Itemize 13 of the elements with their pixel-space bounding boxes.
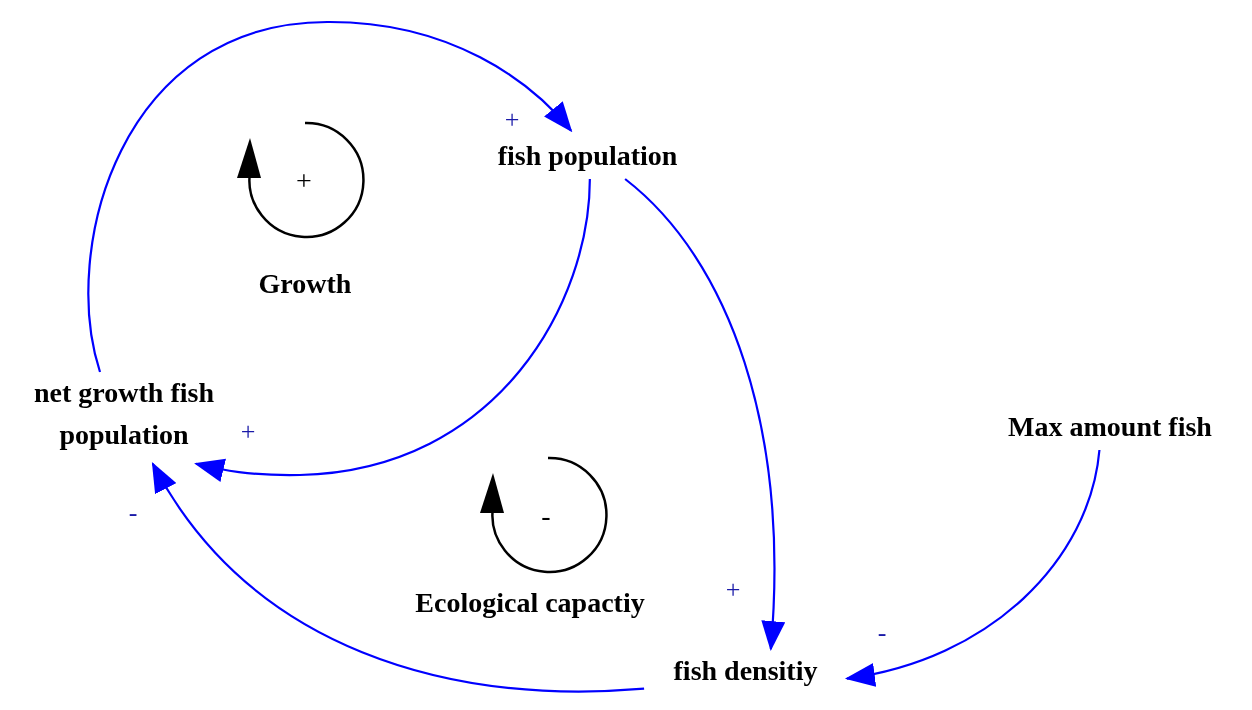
causal-link-arrow [624, 178, 785, 652]
variable-label: net growth fish population [33, 376, 215, 452]
loop-name: Growth [258, 270, 352, 298]
causal-link-arrow [194, 178, 591, 482]
causal-link-arrow [844, 449, 1101, 686]
variable-label: fish densitiy [673, 654, 818, 688]
loop-polarity-sign: + [296, 167, 312, 195]
variable-label: fish population [497, 139, 678, 173]
causal-link-arrow [87, 20, 573, 373]
variable-label: Max amount fish [1008, 410, 1212, 444]
loop-polarity-sign: - [541, 502, 551, 530]
loop-name: Ecological capactiy [415, 589, 645, 617]
causal-link-arrow [151, 462, 645, 693]
